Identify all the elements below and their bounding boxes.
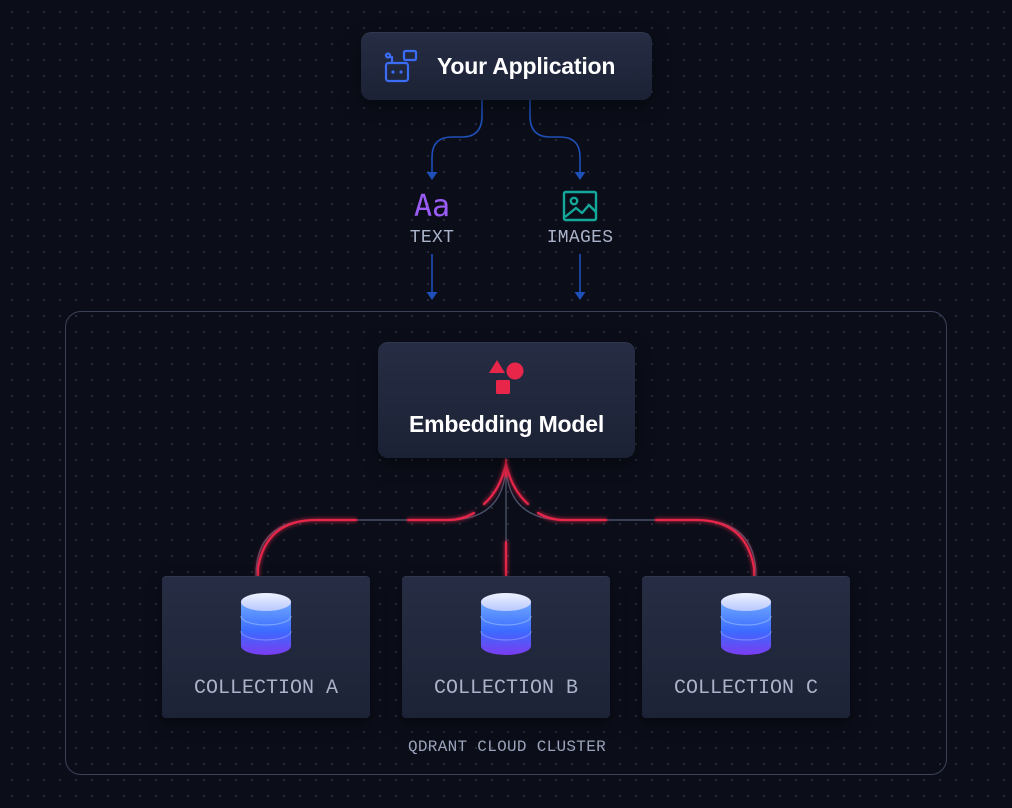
database-icon <box>240 593 292 655</box>
application-node[interactable]: Your Application <box>361 32 652 100</box>
collection-c-node[interactable]: COLLECTION C <box>642 576 850 718</box>
collection-b-node[interactable]: COLLECTION B <box>402 576 610 718</box>
text-icon: Aa <box>413 189 451 224</box>
database-icon <box>720 593 772 655</box>
embedding-model-title: Embedding Model <box>408 411 605 437</box>
data-flow-highlights <box>256 458 756 578</box>
qdrant-cloud-cluster: QDRANT CLOUD CLUSTER <box>65 311 947 775</box>
app-to-input-arrows <box>431 100 581 294</box>
arrow-heads <box>426 172 586 300</box>
application-title: Your Application <box>437 52 616 79</box>
cluster-label: QDRANT CLOUD CLUSTER <box>407 738 607 756</box>
embedding-model-node[interactable]: Embedding Model <box>378 342 635 458</box>
collection-a-label: COLLECTION A <box>193 677 339 700</box>
collection-b-label: COLLECTION B <box>433 677 579 700</box>
images-input-type: IMAGES <box>525 190 635 248</box>
images-label: IMAGES <box>546 228 614 248</box>
arrow-app-to-text <box>431 100 483 174</box>
collection-a-node[interactable]: COLLECTION A <box>162 576 370 718</box>
arrow-app-to-images <box>529 100 581 174</box>
image-icon <box>562 190 598 222</box>
shapes-icon <box>489 360 524 394</box>
database-icon <box>480 593 532 655</box>
text-label: TEXT <box>409 228 455 248</box>
robot-icon <box>384 49 418 83</box>
text-input-type: Aa TEXT <box>377 189 487 249</box>
collection-c-label: COLLECTION C <box>673 677 819 700</box>
